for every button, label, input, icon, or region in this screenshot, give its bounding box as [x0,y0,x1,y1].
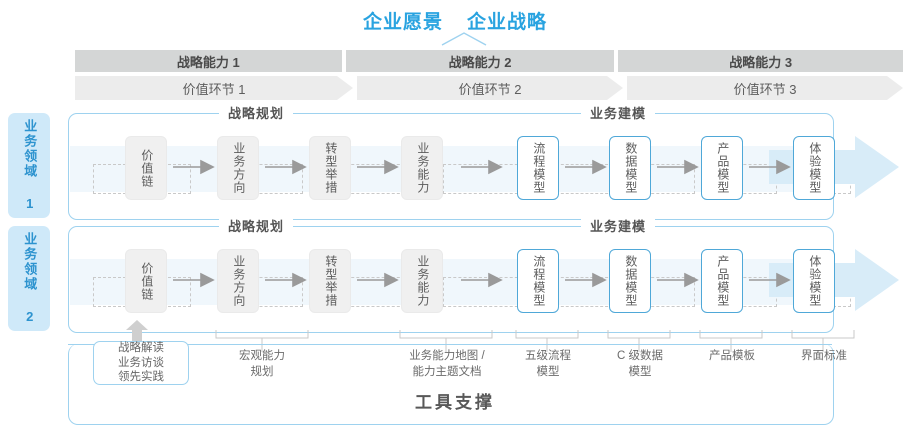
row-2-node-business-capability[interactable]: 业务能力 [401,249,443,313]
value-chain-cell-2[interactable]: 价值环节 2 [458,81,522,97]
sidebar-item-domain-2[interactable]: 业务领域 2 [8,226,50,331]
row-2-arrow-2-icon [263,271,307,289]
row-2-arrow-6-icon [655,271,699,289]
capability-cell-2[interactable]: 战略能力 2 [345,50,615,72]
row-1-node-business-direction[interactable]: 业务方向 [217,136,259,200]
row-2-node-product-model[interactable]: 产品模型 [701,249,743,313]
sidebar-item-domain-1[interactable]: 业务领域 1 [8,113,50,218]
headline-strategy: 企业战略 [467,11,548,33]
row-1-section-title-modeling: 业务建模 [581,105,656,123]
tool-label-five-level-process-model: 五级流程 模型 [525,350,571,378]
tool-label-product-template: 产品模板 [709,350,755,362]
tool-support-panel [68,344,834,425]
value-chain-cell-1[interactable]: 价值环节 1 [182,81,246,97]
row-2-node-value-chain[interactable]: 价值链 [125,249,167,313]
row-1-node-product-model[interactable]: 产品模型 [701,136,743,200]
tool-input-up-arrow-icon [124,320,150,344]
value-chain-bar: 价值环节 1 价值环节 2 价值环节 3 [75,76,903,100]
capability-cell-1[interactable]: 战略能力 1 [75,50,342,72]
bracket-connectors [0,330,910,352]
tool-label-strategy-interpretation[interactable]: 战略解读 业务访谈 领先实践 [93,341,189,385]
headline: 企业愿景 企业战略 [0,6,910,34]
row-1-node-business-capability[interactable]: 业务能力 [401,136,443,200]
tool-support-title: 工具支撑 [415,393,495,412]
row-2-section-title-modeling: 业务建模 [581,218,656,236]
row-2-arrow-7-icon [747,271,791,289]
row-1-node-value-chain[interactable]: 价值链 [125,136,167,200]
row-2-section-title-planning: 战略规划 [219,218,294,236]
row-1-arrow-5-icon [563,158,607,176]
row-2-node-data-model[interactable]: 数据模型 [609,249,651,313]
row-1-arrow-2-icon [263,158,307,176]
row-1-arrow-1-icon [171,158,215,176]
domain-row-1: 战略规划 业务建模 价值链 业务方向 转型举措 业务能力 [68,105,899,220]
row-2-node-experience-model[interactable]: 体验模型 [793,249,835,313]
row-2-node-business-direction[interactable]: 业务方向 [217,249,259,313]
capability-bar: 战略能力 1 战略能力 2 战略能力 3 [75,50,903,72]
headline-vision: 企业愿景 [362,11,443,33]
row-1-node-data-model[interactable]: 数据模型 [609,136,651,200]
row-2-arrow-5-icon [563,271,607,289]
row-1-section-title-planning: 战略规划 [219,105,294,123]
tool-label-macro-capability-planning: 宏观能力 规划 [239,350,285,378]
row-1-node-process-model[interactable]: 流程模型 [517,136,559,200]
tool-label-c-level-data-model: C 级数据 模型 [617,350,663,378]
caret-connector-icon [441,32,487,46]
row-1-arrow-7-icon [747,158,791,176]
domain-2-label: 业务领域 2 [22,231,38,326]
row-2-arrow-1-icon [171,271,215,289]
row-2-arrow-3-icon [355,271,399,289]
row-1-node-experience-model[interactable]: 体验模型 [793,136,835,200]
tool-label-ui-standard: 界面标准 [801,350,847,362]
row-2-node-process-model[interactable]: 流程模型 [517,249,559,313]
capability-cell-3[interactable]: 战略能力 3 [618,50,903,72]
value-chain-cell-3[interactable]: 价值环节 3 [733,81,797,97]
row-2-node-transformation[interactable]: 转型举措 [309,249,351,313]
domain-row-2: 战略规划 业务建模 价值链 业务方向 转型举措 业务能力 [68,218,899,333]
row-1-arrow-3-icon [355,158,399,176]
row-1-node-transformation[interactable]: 转型举措 [309,136,351,200]
row-1-arrow-4-icon [459,158,503,176]
domain-1-label: 业务领域 1 [22,118,38,213]
row-1-arrow-6-icon [655,158,699,176]
tool-label-capability-map: 业务能力地图 / 能力主题文档 [409,350,485,378]
row-2-arrow-4-icon [459,271,503,289]
tool-panel-top-border [68,344,832,345]
